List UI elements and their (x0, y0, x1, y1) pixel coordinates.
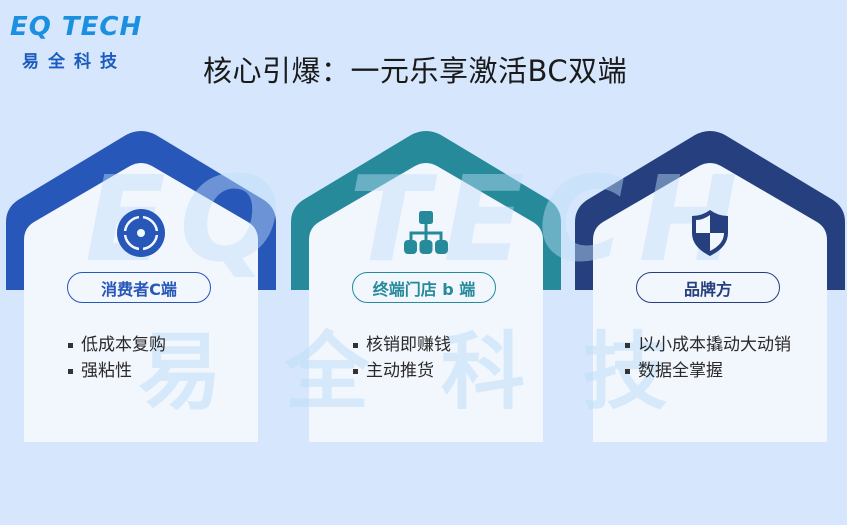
bullet-item: 低成本复购 (68, 332, 166, 358)
roof-shape (291, 131, 561, 442)
shield-icon (684, 207, 736, 259)
target-icon (115, 207, 167, 259)
bullet-item: 数据全掌握 (625, 358, 791, 384)
card-brand: 品牌方 以小成本撬动大动销 数据全掌握 技 (575, 130, 845, 442)
bullet-list: 低成本复购 强粘性 (68, 332, 166, 384)
card-label-pill: 消费者C端 (67, 272, 211, 303)
bullet-list: 核销即赚钱 主动推货 (353, 332, 451, 384)
card-label-pill: 品牌方 (636, 272, 780, 303)
bullet-item: 主动推货 (353, 358, 451, 384)
logo-english-text: EQ TECH (10, 12, 143, 42)
hierarchy-icon (400, 207, 452, 259)
page-title: 核心引爆：一元乐享激活BC双端 (203, 54, 628, 88)
bullet-item: 核销即赚钱 (353, 332, 451, 358)
card-label-pill: 终端门店 b 端 (352, 272, 496, 303)
bullet-item: 以小成本撬动大动销 (625, 332, 791, 358)
bullet-item: 强粘性 (68, 358, 166, 384)
logo-chinese-text: 易全科技 (22, 52, 126, 72)
card-consumer: 消费者C端 低成本复购 强粘性 易 (6, 130, 276, 442)
card-store: 终端门店 b 端 核销即赚钱 主动推货 全 科 (285, 130, 561, 442)
bullet-list: 以小成本撬动大动销 数据全掌握 (625, 332, 791, 384)
company-logo: EQ TECH 易全科技 (10, 8, 155, 72)
